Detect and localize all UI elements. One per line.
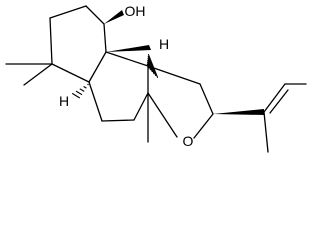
bond [147, 65, 201, 85]
wedge-bond [104, 10, 124, 24]
bond [101, 119, 135, 122]
methyl-bond [263, 111, 269, 153]
bond [88, 81, 103, 122]
hashed-wedge-bond [71, 83, 89, 99]
molecular-structure: OH O H H [5, 3, 307, 153]
bond [85, 5, 105, 25]
ring-oxygen-label: O [183, 133, 194, 149]
wedge-bond [106, 45, 151, 52]
bond [193, 113, 214, 139]
bond [147, 92, 178, 138]
hydrogen-label: H [159, 36, 169, 52]
stereo-bonds [71, 10, 159, 99]
side-chain-bonds [213, 83, 307, 153]
double-bond-outer [263, 83, 286, 113]
atom-labels: OH O H H [59, 3, 194, 149]
bond [49, 17, 53, 65]
bond [103, 23, 107, 53]
methyl-bond [23, 63, 53, 86]
hydroxyl-label: OH [125, 3, 146, 19]
bond [88, 51, 107, 83]
ring-c-bonds [147, 65, 214, 139]
ring-b-bonds [88, 51, 149, 122]
double-bond-inner [269, 89, 289, 114]
bond [133, 92, 149, 121]
gem-dimethyl-bonds [5, 63, 53, 86]
wedge-bond [213, 109, 264, 115]
ring-a-bonds [49, 5, 107, 83]
bond [199, 83, 214, 115]
bond [49, 5, 87, 19]
hydrogen-label: H [59, 93, 69, 109]
bond [51, 63, 90, 83]
bond [105, 51, 149, 67]
hashed-wedge-bond [146, 53, 159, 79]
